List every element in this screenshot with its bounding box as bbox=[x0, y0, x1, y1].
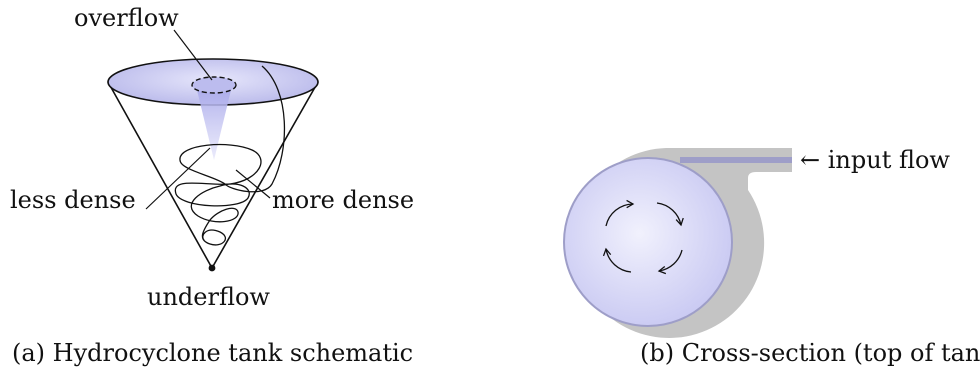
label-less-dense: less dense bbox=[10, 186, 136, 214]
label-underflow: underflow bbox=[147, 283, 270, 311]
more-dense-leader bbox=[235, 169, 271, 199]
overflow-opening bbox=[191, 76, 237, 94]
cross-section: ← input flow (b) Cross-section (top of t… bbox=[563, 146, 980, 367]
circulation-arrow-right bbox=[656, 202, 684, 227]
caption-b: (b) Cross-section (top of tank) bbox=[640, 339, 980, 367]
overflow-leader bbox=[173, 29, 213, 81]
label-overflow: overflow bbox=[74, 4, 179, 32]
less-dense-leader bbox=[145, 147, 211, 210]
caption-a: (a) Hydrocyclone tank schematic bbox=[12, 339, 413, 367]
circulation-arrow-top bbox=[605, 199, 635, 227]
circulation-arrow-left bbox=[602, 247, 632, 273]
underflow-point bbox=[208, 264, 216, 272]
hydrocyclone-schematic: overflow less dense more dense underflow… bbox=[10, 4, 414, 367]
spiral-flow bbox=[174, 65, 286, 246]
circulation-arrow-bottom bbox=[657, 249, 683, 275]
label-more-dense: more dense bbox=[272, 186, 414, 214]
label-input-flow: ← input flow bbox=[800, 146, 950, 174]
tank-fluid bbox=[563, 157, 733, 327]
overflow-stream bbox=[196, 86, 232, 160]
